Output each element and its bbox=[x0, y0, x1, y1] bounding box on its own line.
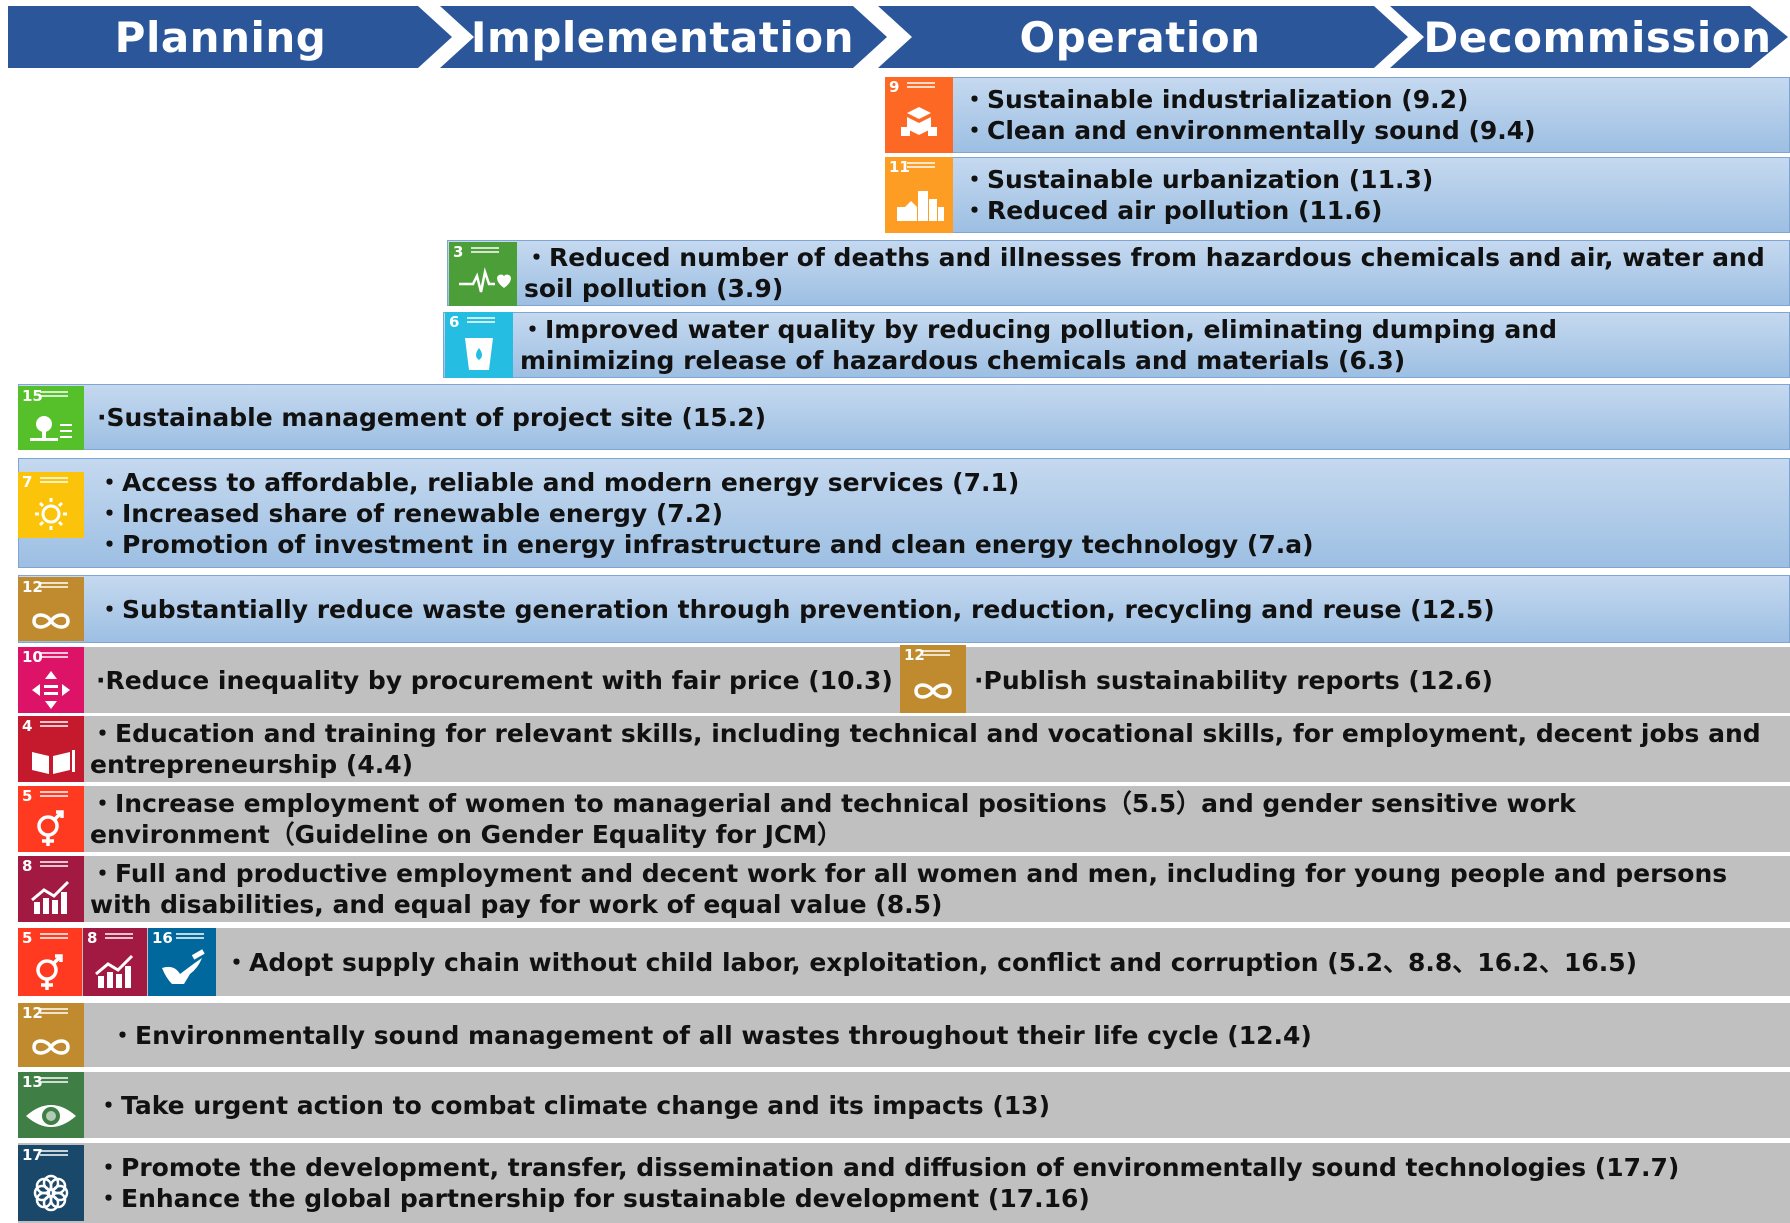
infinity-icon bbox=[914, 683, 952, 699]
target-row-sdg7: ・Access to affordable, reliable and mode… bbox=[18, 458, 1790, 568]
tree-land-icon bbox=[30, 416, 72, 441]
phase-label-implementation: Implementation bbox=[470, 12, 855, 62]
gender-symbol-icon bbox=[36, 954, 63, 990]
city-buildings-icon bbox=[897, 191, 944, 221]
phase-arrow-implementation bbox=[440, 6, 887, 68]
partnership-flower-icon bbox=[33, 1174, 69, 1212]
earth-eye-icon bbox=[26, 1105, 76, 1127]
sdg5-supply-icon: 5 bbox=[18, 928, 82, 996]
dove-gavel-icon bbox=[162, 949, 205, 984]
sdg4-icon: 4 bbox=[18, 716, 84, 782]
target-row-sdg12-lifecycle: ・Environmentally sound management of all… bbox=[18, 1003, 1790, 1067]
sdg3-icon: 3 bbox=[449, 242, 517, 306]
target-row-sdg3: ・Reduced number of deaths and illnesses … bbox=[447, 240, 1790, 306]
target-row-sdg5: ・Increase employment of women to manager… bbox=[18, 786, 1790, 852]
target-row-sdg11: ・Sustainable urbanization (11.3)・Reduced… bbox=[885, 157, 1790, 233]
infinity-icon bbox=[32, 613, 70, 629]
sdg12-icon: 12 bbox=[18, 577, 84, 641]
industry-cube-icon bbox=[901, 107, 937, 136]
water-glass-icon bbox=[465, 338, 493, 370]
equality-arrows-icon bbox=[32, 671, 70, 709]
sdg13-icon: 13 bbox=[18, 1072, 84, 1138]
sdg5-icon: 5 bbox=[18, 786, 84, 852]
sdg12-lifecycle-icon: 12 bbox=[18, 1003, 84, 1067]
target-row-sdg12-waste: ・Substantially reduce waste generation t… bbox=[18, 575, 1790, 643]
phase-arrow-bar bbox=[8, 6, 1788, 68]
target-row-sdg13: ・Take urgent action to combat climate ch… bbox=[18, 1072, 1790, 1138]
sdg16-icon: 16 bbox=[148, 928, 216, 996]
growth-chart-icon bbox=[95, 954, 134, 988]
phase-arrow-decommission bbox=[1390, 6, 1788, 68]
target-row-sdg17: ・Promote the development, transfer, diss… bbox=[18, 1143, 1790, 1223]
phase-label-decommission: Decommission bbox=[1423, 12, 1772, 62]
infinity-icon bbox=[32, 1039, 70, 1055]
sdg6-icon: 6 bbox=[445, 312, 513, 378]
gender-symbol-icon bbox=[37, 810, 64, 846]
phase-arrow-planning bbox=[8, 6, 452, 68]
growth-chart-icon bbox=[31, 880, 70, 914]
sdg10-icon: 10 bbox=[18, 647, 84, 713]
sdg12-reports-icon: 12 bbox=[900, 645, 966, 713]
sdg15-icon: 15 bbox=[18, 386, 84, 450]
target-row-sdg8: ・Full and productive employment and dece… bbox=[18, 856, 1790, 922]
target-row-sdg9: ・Sustainable industrialization (9.2)・Cle… bbox=[885, 77, 1790, 153]
target-row-sdg15: ·Sustainable management of project site … bbox=[18, 384, 1790, 450]
target-row-supply-chain: ・Adopt supply chain without child labor,… bbox=[18, 928, 1790, 996]
phase-arrow-operation bbox=[878, 6, 1408, 68]
heartbeat-icon bbox=[459, 267, 511, 293]
sdg8-supply-icon: 8 bbox=[83, 928, 147, 996]
target-row-sdg6: ・Improved water quality by reducing poll… bbox=[443, 312, 1790, 378]
sdg11-icon: 11 bbox=[885, 157, 953, 233]
book-icon bbox=[32, 750, 75, 774]
sun-power-icon bbox=[35, 498, 67, 530]
target-row-sdg4: ・Education and training for relevant ski… bbox=[18, 716, 1790, 782]
sdg9-icon: 9 bbox=[885, 77, 953, 153]
sdg8-icon: 8 bbox=[18, 856, 84, 922]
sdg17-icon: 17 bbox=[18, 1145, 84, 1221]
phase-label-planning: Planning bbox=[114, 12, 327, 62]
target-row-sdg12-reports: ·Publish sustainability reports (12.6) bbox=[974, 665, 1493, 695]
phase-label-operation: Operation bbox=[1019, 12, 1261, 62]
sdg7-icon: 7 bbox=[18, 472, 84, 538]
